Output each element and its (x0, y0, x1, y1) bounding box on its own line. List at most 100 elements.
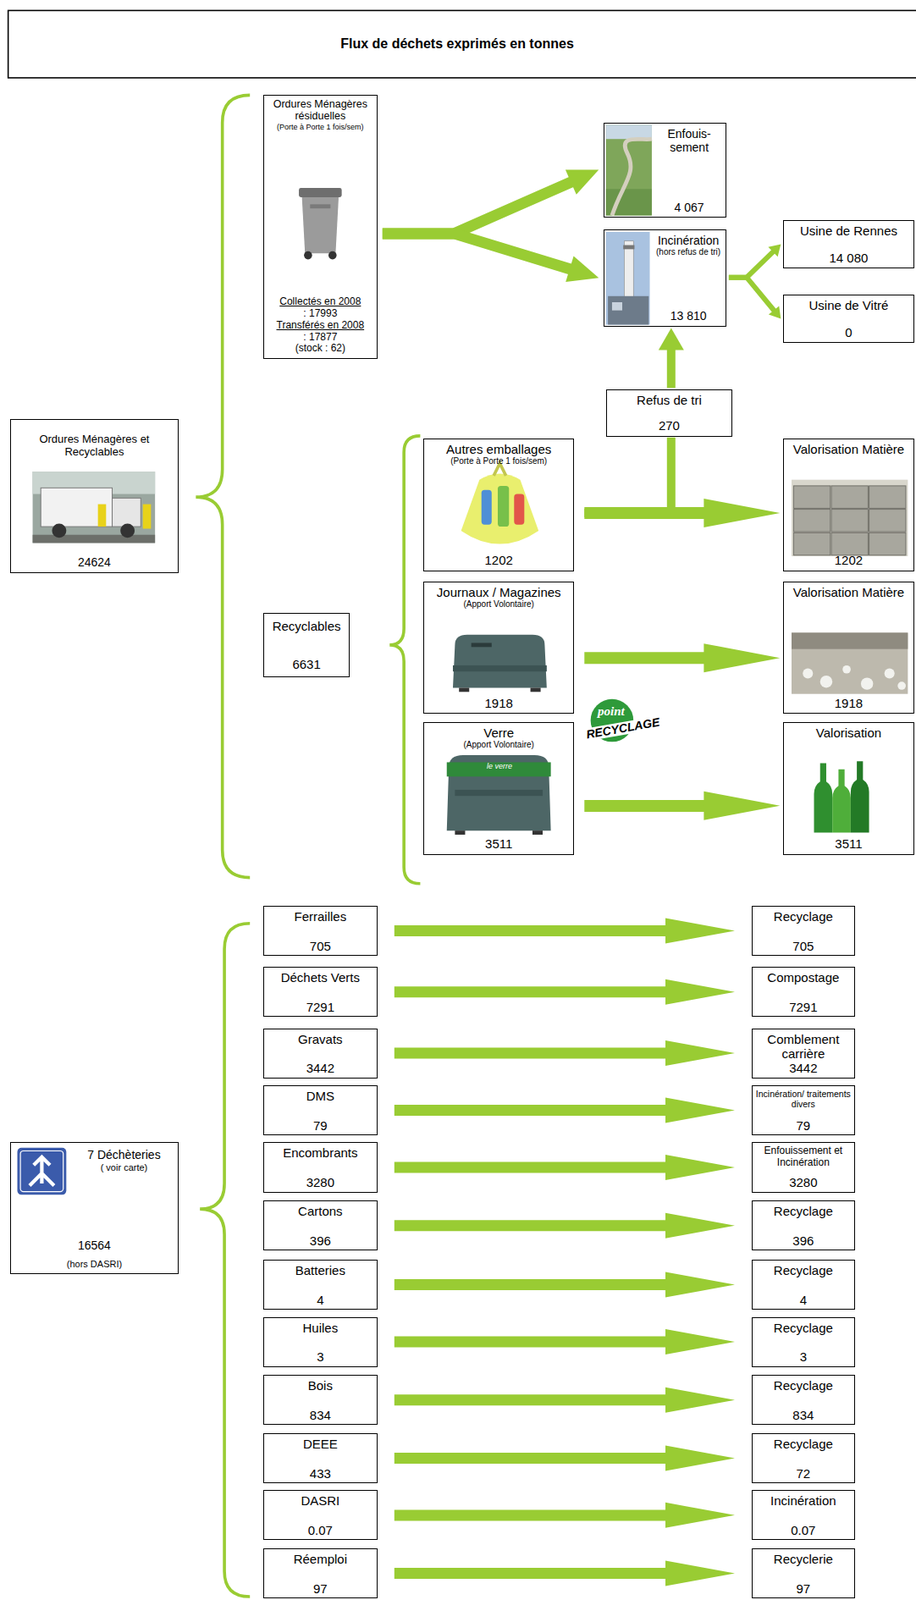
box-heading: Recyclage (755, 1263, 852, 1278)
process-box: Réemploi 97 (263, 1548, 378, 1599)
box-text: 705 (266, 938, 375, 954)
box-text: 97 (266, 1581, 375, 1596)
box-text: 79 (266, 1118, 375, 1133)
box-heading: Ordures Ménagères résiduelles (266, 98, 375, 123)
arrow-head (665, 1502, 735, 1529)
box-heading: Recyclerie (755, 1551, 852, 1567)
box-heading: Usine de Rennes (786, 223, 911, 238)
box-text: 1918 (426, 695, 571, 711)
box-heading: Gravats (266, 1031, 375, 1047)
arrow-head (665, 1098, 735, 1124)
incinerator-photo (607, 296, 649, 326)
process-box: Recyclage 834 (751, 1374, 856, 1425)
incinerator-photo (612, 302, 623, 311)
box-heading: Réemploi (266, 1551, 375, 1567)
arrow-shaft (394, 1394, 673, 1406)
arrow-head (565, 169, 599, 194)
box-text: Collectés en 2008 (266, 296, 375, 309)
process-box: Usine de Vitré0 (783, 294, 914, 343)
box-heading: Recyclables (266, 618, 347, 634)
glass-container (532, 830, 543, 835)
flow-arrow (394, 1040, 735, 1066)
wheelie-bin (298, 187, 343, 260)
curly-brace (199, 923, 250, 1597)
arrow-shaft (728, 251, 774, 278)
incinerator-photo (623, 241, 634, 303)
box-text: 79 (755, 1118, 852, 1133)
flow-arrow (584, 498, 780, 528)
box-text: 72 (755, 1466, 852, 1481)
arrow-head (703, 791, 780, 821)
box-text: 3 (266, 1349, 375, 1364)
box-text: 97 (755, 1581, 852, 1596)
arrow-shaft (728, 277, 775, 312)
paper-container (530, 687, 541, 692)
process-box: Bois834 (263, 1374, 378, 1425)
glass-bottles (814, 763, 834, 834)
box-text: 6631 (266, 656, 347, 672)
box-text: 3442 (266, 1060, 375, 1076)
box-heading: Valorisation Matière (786, 441, 911, 457)
arrow-shaft (584, 437, 672, 514)
arrow-shaft (394, 1279, 673, 1291)
incinerator-photo (606, 231, 651, 326)
logo-text: point (597, 704, 625, 719)
bales-photo (869, 485, 906, 509)
flow-arrow (394, 1387, 735, 1413)
bales-photo (793, 485, 830, 509)
flow-arrow (658, 328, 685, 389)
arrow-shaft (394, 1452, 673, 1464)
process-box: Recyclables 6631 (263, 612, 350, 678)
box-text: : 17993 (266, 308, 375, 321)
box-text: 13 810 (653, 309, 723, 323)
box-heading: Batteries (266, 1263, 375, 1278)
waste-centre-icon (20, 1150, 64, 1192)
box-text: 7291 (266, 999, 375, 1015)
wheelie-bin (298, 187, 343, 198)
box-text: 396 (266, 1233, 375, 1248)
sorting-hall-photo (791, 632, 908, 649)
box-text: 4 (266, 1292, 375, 1308)
box-heading: Incinération/ traitements divers (755, 1088, 852, 1110)
bales-photo (831, 532, 868, 556)
flow-arrow (382, 233, 599, 282)
box-heading: 7 Déchèteries (72, 1147, 176, 1162)
box-text: 0.07 (755, 1522, 852, 1538)
process-box: Comblement carrière3442 (751, 1028, 856, 1079)
sorting-hall-photo (820, 675, 833, 688)
glass-container (446, 755, 552, 835)
box-heading: Recyclage (755, 1320, 852, 1336)
incinerator-photo (623, 245, 635, 250)
box-text: (hors refus de tri) (653, 247, 723, 258)
sorting-hall-photo (791, 632, 908, 694)
box-heading: Enfouissement et Incinération (755, 1145, 852, 1170)
truck-photo (33, 471, 156, 543)
process-box: Usine de Rennes 14 080 (783, 220, 914, 269)
arrow-shaft (584, 800, 712, 812)
box-text: 834 (755, 1407, 852, 1423)
truck-photo (98, 504, 107, 528)
box-heading: Comblement carrière (755, 1031, 852, 1062)
box-text: 16564 (13, 1238, 176, 1253)
flow-arrow (394, 1445, 735, 1471)
wheelie-bin (303, 251, 313, 260)
box-heading: Recyclage (755, 909, 852, 924)
process-box: Recyclerie 97 (751, 1548, 856, 1599)
box-heading: Refus de tri (609, 392, 729, 408)
box-text: 7291 (755, 999, 852, 1015)
arrow-shaft (394, 1104, 673, 1116)
recycling-bag-photo (461, 463, 540, 544)
box-heading: Compostage (755, 970, 852, 985)
box-heading: Recyclage (755, 1378, 852, 1393)
process-box: Recyclage396 (751, 1200, 856, 1251)
box-heading: DMS (266, 1088, 375, 1104)
wheelie-bin (302, 197, 339, 254)
box-heading: Incinération (653, 233, 723, 248)
box-text: 14 080 (786, 250, 911, 265)
paper-container (452, 665, 547, 672)
process-box: Valorisation Matière1918 (783, 581, 914, 715)
flow-arrow (394, 1098, 735, 1124)
process-box: Batteries 4 (263, 1259, 378, 1310)
box-text: 3442 (755, 1060, 852, 1076)
box-text: 270 (609, 418, 729, 433)
